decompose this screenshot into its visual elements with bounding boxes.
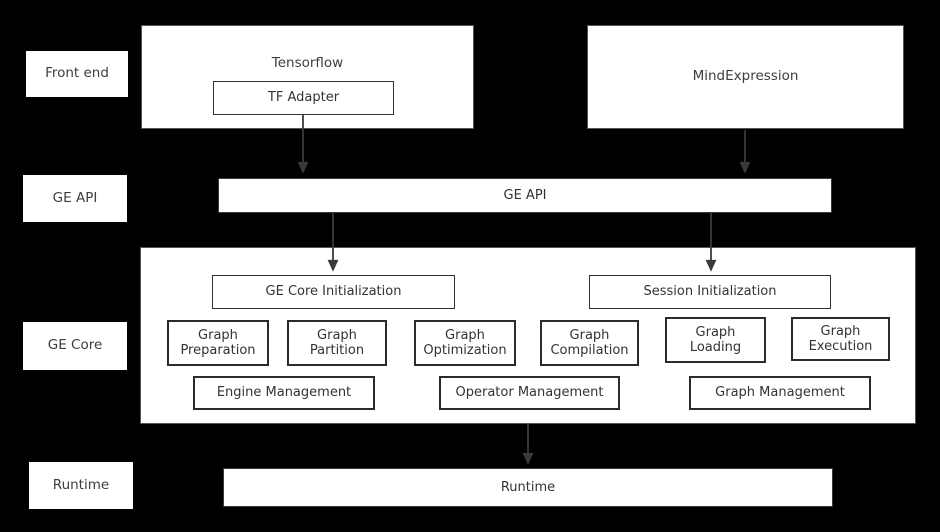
tier-label-runtime: Runtime — [29, 462, 133, 509]
graph-compilation-box[interactable]: Graph Compilation — [540, 320, 639, 366]
tensorflow-panel-title: Tensorflow — [271, 55, 344, 71]
ge-api-label: GE API — [503, 187, 547, 203]
tier-label-text: GE Core — [47, 337, 103, 354]
graph-compilation-label: Graph Compilation — [550, 327, 629, 358]
tf-adapter-box[interactable]: TF Adapter — [213, 81, 394, 115]
operator-management-label: Operator Management — [455, 385, 604, 401]
ge-api-bar[interactable]: GE API — [218, 178, 832, 213]
engine-management-label: Engine Management — [216, 385, 352, 401]
session-initialization-label: Session Initialization — [643, 284, 777, 300]
tier-label-front-end: Front end — [26, 51, 128, 97]
tier-label-text: GE API — [52, 189, 98, 206]
graph-loading-label: Graph Loading — [689, 324, 742, 355]
runtime-bar[interactable]: Runtime — [223, 468, 833, 507]
graph-partition-box[interactable]: Graph Partition — [287, 320, 387, 366]
mindexpression-panel[interactable]: MindExpression — [587, 25, 904, 129]
tf-adapter-label: TF Adapter — [267, 90, 340, 106]
ge-core-initialization-label: GE Core Initialization — [265, 284, 402, 300]
session-initialization-box[interactable]: Session Initialization — [589, 275, 831, 309]
graph-management-label: Graph Management — [715, 385, 845, 401]
graph-preparation-label: Graph Preparation — [180, 327, 256, 358]
engine-management-box[interactable]: Engine Management — [193, 376, 375, 410]
tier-label-ge-api: GE API — [23, 175, 127, 222]
graph-management-box[interactable]: Graph Management — [689, 376, 871, 410]
mindexpression-panel-title: MindExpression — [692, 68, 799, 85]
runtime-label: Runtime — [500, 479, 556, 495]
graph-optimization-label: Graph Optimization — [423, 327, 507, 358]
tier-label-ge-core: GE Core — [23, 322, 127, 370]
graph-optimization-box[interactable]: Graph Optimization — [414, 320, 516, 366]
graph-execution-label: Graph Execution — [808, 323, 873, 354]
ge-core-initialization-box[interactable]: GE Core Initialization — [212, 275, 455, 309]
graph-partition-label: Graph Partition — [309, 327, 365, 358]
operator-management-box[interactable]: Operator Management — [439, 376, 620, 410]
tier-label-text: Runtime — [52, 476, 110, 493]
graph-preparation-box[interactable]: Graph Preparation — [167, 320, 269, 366]
graph-loading-box[interactable]: Graph Loading — [665, 317, 766, 363]
tier-label-text: Front end — [45, 65, 109, 82]
graph-execution-box[interactable]: Graph Execution — [791, 317, 890, 361]
